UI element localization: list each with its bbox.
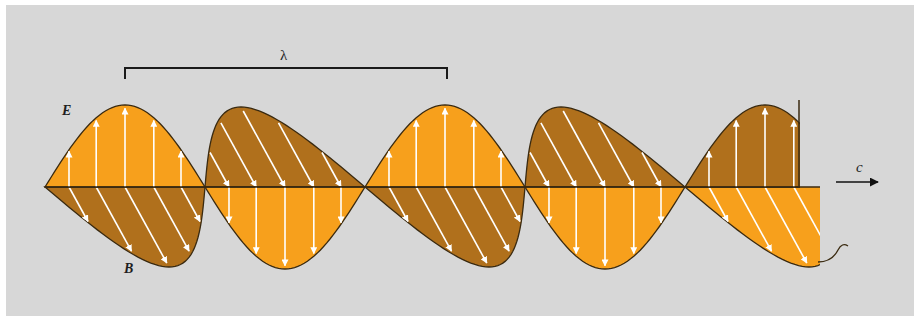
wavelength-label: λ — [280, 48, 287, 63]
curl-end — [818, 245, 848, 262]
b-field-lobe — [45, 187, 205, 267]
b-field-lobe — [205, 107, 365, 187]
b-field-lobe — [525, 107, 685, 187]
b-field-lobe — [365, 187, 525, 267]
e-field-lobe — [685, 100, 800, 187]
propagation-axis — [45, 186, 800, 188]
field-label: B — [124, 262, 133, 276]
e-field-lobe — [365, 105, 525, 187]
e-field-lobe — [45, 105, 205, 187]
b-field-lobe — [685, 187, 820, 267]
background-panel — [6, 5, 914, 316]
direction-arrow — [836, 181, 878, 183]
wavelength-bracket — [125, 68, 447, 79]
speed-label: c — [856, 160, 863, 175]
e-field-lobe — [525, 187, 685, 269]
e-field-lobe — [205, 187, 365, 269]
field-label: E — [62, 104, 71, 118]
